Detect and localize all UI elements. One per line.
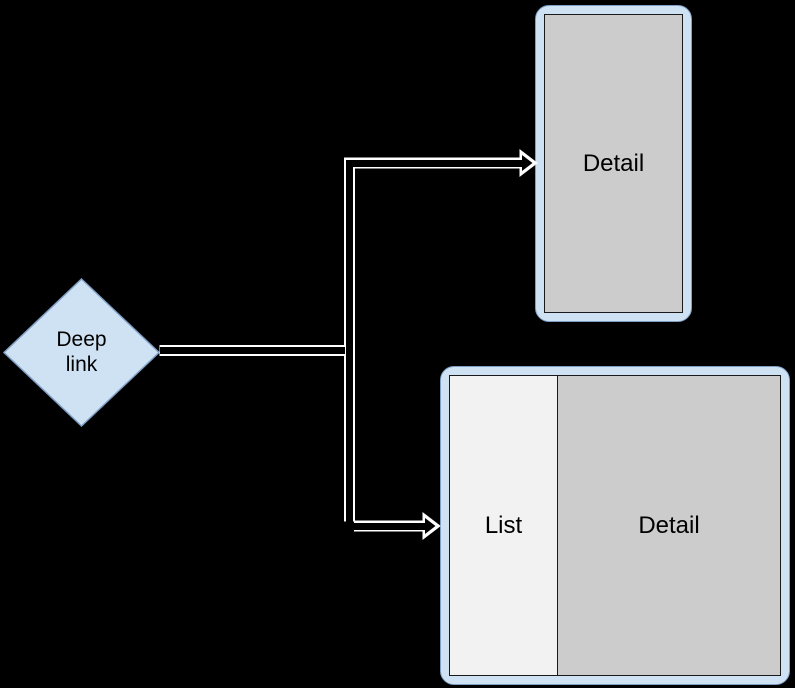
tablet-list-label: List [484, 511, 523, 539]
cutout-run-tablet [346, 523, 425, 530]
tablet-device-node[interactable]: List Detail [440, 366, 790, 685]
cutout-arrowhead-phone [522, 155, 533, 171]
edge-deep-link-to-tablet-path [344, 355, 441, 541]
cutout-trunk-upper [346, 160, 353, 354]
tablet-detail-label: Detail [638, 511, 700, 539]
cutout-trunk-lower [346, 347, 353, 529]
deep-link-diamond-node[interactable] [3, 278, 160, 427]
tablet-list-pane[interactable]: List [450, 376, 558, 675]
diamond-shape-path [3, 278, 160, 427]
phone-screen: Detail [544, 14, 683, 313]
cutout-stem [160, 347, 345, 354]
phone-detail-label: Detail [582, 149, 645, 177]
cutout-arrowhead-tablet [425, 518, 436, 534]
phone-device-node[interactable]: Detail [535, 5, 692, 322]
edge-deep-link-to-phone[interactable] [159, 148, 538, 356]
tablet-screen: List Detail [449, 375, 781, 676]
tablet-detail-pane[interactable]: Detail [558, 376, 780, 675]
cutout-run-phone [346, 160, 522, 167]
edge-deep-link-to-phone-path [159, 148, 538, 356]
edge-deep-link-to-tablet[interactable] [344, 355, 441, 541]
